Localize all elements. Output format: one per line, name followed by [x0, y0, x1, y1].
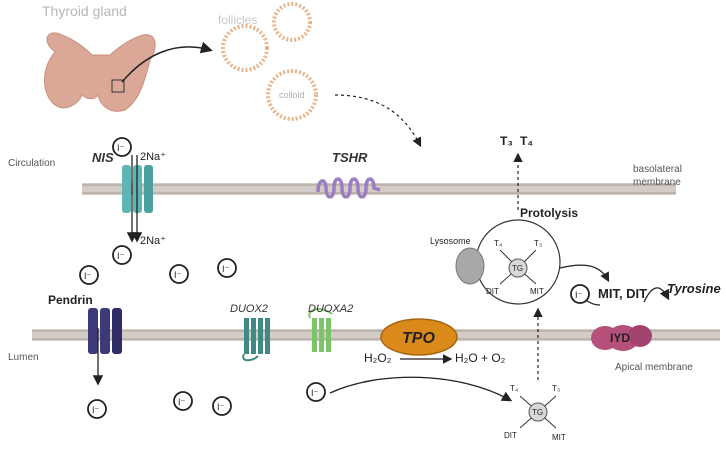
- tpo-label: TPO: [402, 330, 435, 347]
- iodide-ion: I⁻: [212, 396, 232, 416]
- circulation-label: Circulation: [8, 158, 55, 169]
- reaction-product-label: H₂O + O₂: [455, 351, 506, 365]
- protolysis-label: Protolysis: [520, 206, 578, 220]
- tshr-receptor: [316, 177, 381, 199]
- svg-text:I⁻: I⁻: [117, 143, 125, 153]
- duox2-label: DUOX2: [230, 303, 268, 315]
- na-top-label: 2Na⁺: [140, 151, 166, 163]
- tg-t3-label-vesicle: T₃: [534, 239, 542, 248]
- duox2-protein: [242, 318, 270, 362]
- iodide-ion: I⁻: [112, 245, 132, 265]
- svg-text:I⁻: I⁻: [117, 251, 125, 261]
- mit-dit-label: MIT, DIT: [598, 286, 647, 301]
- t3-label: T₃: [500, 134, 513, 148]
- tg-molecule-lumen: [519, 395, 557, 429]
- iodide-ion: I⁻: [79, 265, 99, 285]
- thyroid-gland-label: Thyroid gland: [42, 3, 127, 19]
- svg-text:I⁻: I⁻: [174, 270, 182, 280]
- basolateral-label-line1: basolateral: [633, 164, 682, 175]
- pendrin-label: Pendrin: [48, 293, 93, 307]
- svg-text:I⁻: I⁻: [84, 271, 92, 281]
- lumen-label: Lumen: [8, 352, 39, 363]
- svg-text:I⁻: I⁻: [311, 388, 319, 398]
- duoxa2-label: DUOXA2: [308, 303, 353, 315]
- vesicle-to-mit-dit-arrow: [559, 264, 610, 283]
- iodide-ion: I⁻: [570, 284, 590, 304]
- follicles-label: follicles: [218, 13, 257, 27]
- svg-text:I⁻: I⁻: [178, 397, 186, 407]
- tg-t4-label-lumen: T₄: [510, 384, 518, 393]
- colloid-label: colloid: [279, 90, 305, 100]
- nis-label: NIS: [92, 150, 114, 165]
- pendrin-transporter: [88, 308, 122, 354]
- zoom-arrow: [121, 41, 213, 83]
- iodide-ion: I⁻: [217, 258, 237, 278]
- svg-text:I⁻: I⁻: [222, 264, 230, 274]
- reaction-reactant-label: H₂O₂: [364, 351, 392, 365]
- iodide-ion: I⁻: [173, 391, 193, 411]
- tyrosine-label: Tyrosine: [667, 281, 721, 296]
- iodide-to-tg-arrow: [329, 376, 513, 402]
- tg-mit-label-lumen: MIT: [552, 433, 566, 442]
- iodide-ion: I⁻: [87, 399, 107, 419]
- thyroid-gland-illustration: [44, 32, 156, 112]
- tg-label-lumen: TG: [532, 408, 543, 417]
- na-bottom-label: 2Na⁺: [140, 235, 166, 247]
- tg-t3-label-lumen: T₃: [552, 384, 560, 393]
- iodide-ion: I⁻: [306, 382, 326, 402]
- iyd-label: IYD: [610, 331, 630, 345]
- iodide-ion: I⁻: [169, 264, 189, 284]
- follicle-to-cell-arrow: [334, 94, 422, 148]
- svg-text:I⁻: I⁻: [92, 405, 100, 415]
- duoxa2-protein: [308, 308, 333, 352]
- tshr-label: TSHR: [332, 150, 368, 165]
- tpo-enzyme: [380, 318, 458, 356]
- lysosome: [455, 247, 485, 285]
- iodide-ion: I⁻: [112, 137, 132, 157]
- svg-text:I⁻: I⁻: [575, 290, 583, 300]
- tg-label-vesicle: TG: [512, 264, 523, 273]
- iyd-enzyme: [591, 325, 652, 351]
- tg-dit-label-lumen: DIT: [504, 431, 517, 440]
- tg-molecule-vesicle: [499, 249, 537, 285]
- lysosome-label: Lysosome: [430, 236, 471, 246]
- nis-transporter: [122, 165, 153, 213]
- follicles-illustration: [221, 2, 318, 121]
- tg-mit-label-vesicle: MIT: [530, 287, 544, 296]
- basolateral-label-line2: membrane: [633, 177, 681, 188]
- apical-membrane-label: Apical membrane: [615, 362, 693, 373]
- apical-membrane: [32, 329, 720, 341]
- svg-text:I⁻: I⁻: [217, 402, 225, 412]
- iyd-to-tyrosine-arrow: [643, 287, 670, 303]
- tg-t4-label-vesicle: T₄: [494, 239, 502, 248]
- t4-label: T₄: [520, 134, 533, 148]
- tg-dit-label-vesicle: DIT: [486, 287, 499, 296]
